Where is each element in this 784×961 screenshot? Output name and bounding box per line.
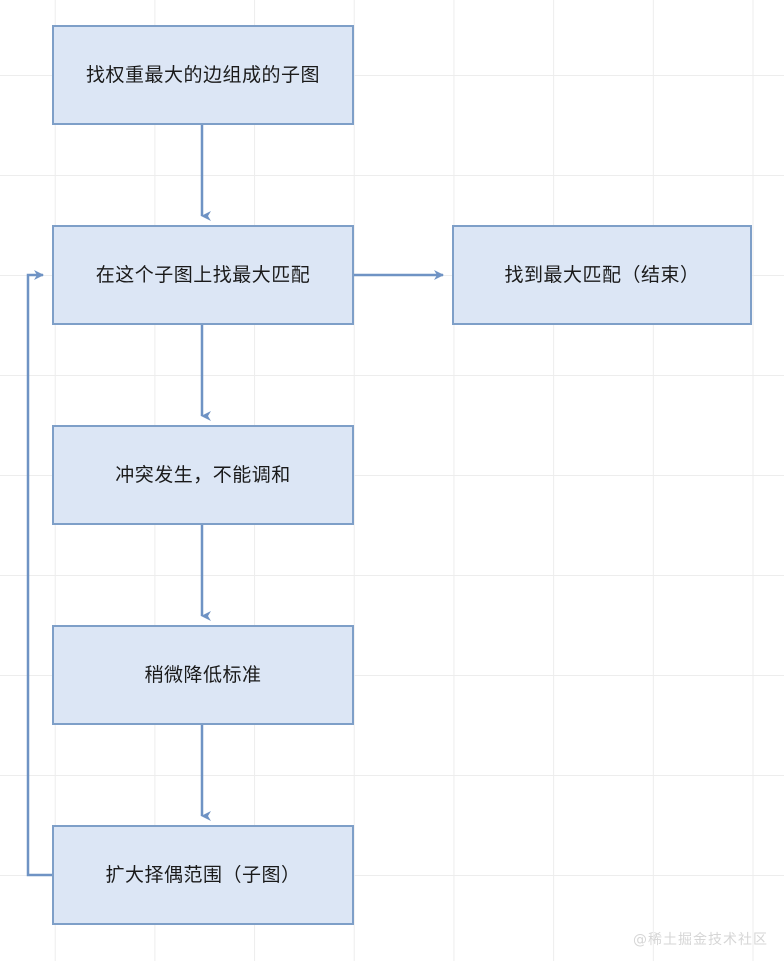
node-label: 冲突发生，不能调和 [115,463,291,486]
node-find-max-matching[interactable]: 在这个子图上找最大匹配 [52,225,354,325]
watermark: @稀土掘金技术社区 [633,932,768,948]
node-label: 找权重最大的边组成的子图 [85,63,320,86]
edge-expand-to-match-loopback [26,270,52,877]
node-expand-candidate-range[interactable]: 扩大择偶范围（子图） [52,825,354,925]
node-label: 找到最大匹配（结束） [504,263,700,286]
node-slightly-lower-standard[interactable]: 稍微降低标准 [52,625,354,725]
node-label: 稍微降低标准 [144,663,262,686]
node-find-max-weight-subgraph[interactable]: 找权重最大的边组成的子图 [52,25,354,125]
node-label: 扩大择偶范围（子图） [105,863,301,886]
node-label: 在这个子图上找最大匹配 [95,263,311,286]
node-conflict-unresolvable[interactable]: 冲突发生，不能调和 [52,425,354,525]
node-max-matching-found-end[interactable]: 找到最大匹配（结束） [452,225,752,325]
